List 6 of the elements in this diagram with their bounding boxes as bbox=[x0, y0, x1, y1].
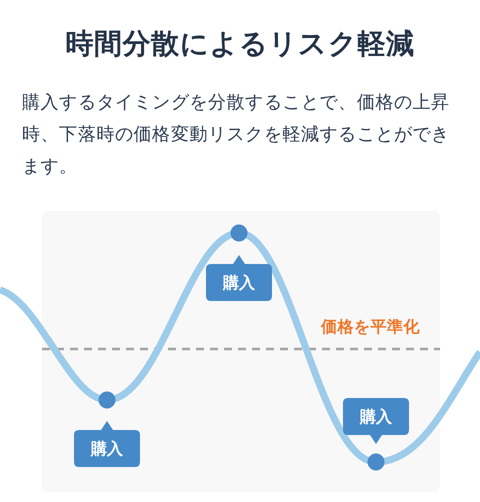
speech-bubble: 購入 bbox=[343, 398, 409, 444]
speech-bubble: 購入 bbox=[206, 255, 272, 301]
annotation-text: 価格を平準化 bbox=[321, 316, 420, 338]
title: 時間分散によるリスク軽減 bbox=[64, 26, 416, 62]
description-text: 購入するタイミングを分散することで、価格の上昇時、下落時の価格変動リスクを軽減することができます。 bbox=[22, 91, 451, 179]
speech-bubble: 購入 bbox=[74, 421, 140, 467]
